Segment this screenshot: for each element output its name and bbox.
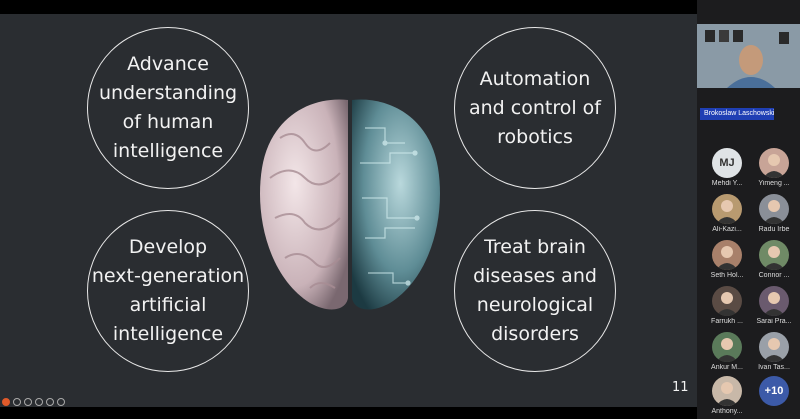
participant-tile[interactable]: Anthony... [702, 376, 752, 419]
presentation-slide: Advance understanding of human intellige… [0, 14, 697, 407]
speaker-video-frame [697, 24, 800, 88]
avatar [712, 194, 742, 224]
avatar-photo [716, 246, 738, 270]
participant-tile[interactable]: Ali-Kazi... [702, 194, 752, 246]
next-icon[interactable] [57, 398, 65, 406]
participant-name: Ankur M... [711, 364, 743, 371]
participant-tile[interactable]: Radu Irbe [749, 194, 799, 246]
avatar-photo [763, 246, 785, 270]
grid-icon[interactable] [35, 398, 43, 406]
circle-automation-robotics: Automation and control of robotics [454, 27, 616, 189]
circle-develop-ai: Develop next-generation artificial intel… [87, 210, 249, 372]
avatar: +10 [759, 376, 789, 406]
avatar [712, 332, 742, 362]
avatar [759, 240, 789, 270]
pen-icon[interactable] [13, 398, 21, 406]
avatar [712, 286, 742, 316]
participant-tile[interactable]: Connor ... [749, 240, 799, 292]
avatar [759, 332, 789, 362]
participant-tile[interactable]: Ivan Tas... [749, 332, 799, 384]
avatar: MJ [712, 148, 742, 178]
participant-name: Ali-Kazi... [712, 226, 742, 233]
top-bar [0, 0, 800, 14]
circle-text: Treat brain diseases and neurological di… [473, 236, 597, 345]
avatar [759, 148, 789, 178]
stop-icon[interactable] [46, 398, 54, 406]
record-icon[interactable] [2, 398, 10, 406]
circle-text: Advance understanding of human intellige… [98, 53, 238, 162]
avatar-photo [716, 382, 738, 406]
participant-name: Yimeng ... [758, 180, 790, 187]
participant-tile[interactable]: Sarai Pra... [749, 286, 799, 338]
avatar [759, 286, 789, 316]
circle-advance-understanding: Advance understanding of human intellige… [87, 27, 249, 189]
participant-tile[interactable]: +10 [749, 376, 799, 419]
zoom-icon[interactable] [24, 398, 32, 406]
participant-tile[interactable]: Ankur M... [702, 332, 752, 384]
circle-text: Develop next-generation artificial intel… [91, 236, 245, 345]
avatar-photo [763, 154, 785, 178]
active-speaker-video[interactable] [697, 24, 800, 88]
participant-tile[interactable]: Farrukh ... [702, 286, 752, 338]
avatar-photo [763, 292, 785, 316]
participant-name: Mehdi Y... [711, 180, 743, 187]
avatar [712, 376, 742, 406]
avatar-photo [716, 292, 738, 316]
participant-tile[interactable]: Yimeng ... [749, 148, 799, 200]
circle-treat-brain-diseases: Treat brain diseases and neurological di… [454, 210, 616, 372]
participant-name: Ivan Tas... [758, 364, 790, 371]
annotation-toolbar [0, 395, 80, 409]
participant-name: Seth Hol... [710, 272, 744, 279]
participant-tile[interactable]: Seth Hol... [702, 240, 752, 292]
avatar-photo [763, 338, 785, 362]
avatar-photo [716, 338, 738, 362]
participant-name: Radu Irbe [758, 226, 790, 233]
speaker-name-label: Brokoslaw Laschowski [700, 108, 774, 120]
avatar-photo [716, 200, 738, 224]
participant-name: Sarai Pra... [756, 318, 792, 325]
avatar [712, 240, 742, 270]
participant-tile[interactable]: MJ Mehdi Y... [702, 148, 752, 200]
participants-panel: Brokoslaw Laschowski MJ Mehdi Y... Yimeng … [697, 0, 800, 419]
participant-name: Anthony... [711, 408, 743, 415]
circle-text: Automation and control of robotics [469, 67, 601, 148]
participant-name: Farrukh ... [711, 318, 743, 325]
participant-name: Connor ... [758, 272, 790, 279]
avatar [759, 194, 789, 224]
brain-image [260, 99, 440, 310]
slide-page-number: 11 [672, 380, 689, 395]
avatar-photo [763, 200, 785, 224]
